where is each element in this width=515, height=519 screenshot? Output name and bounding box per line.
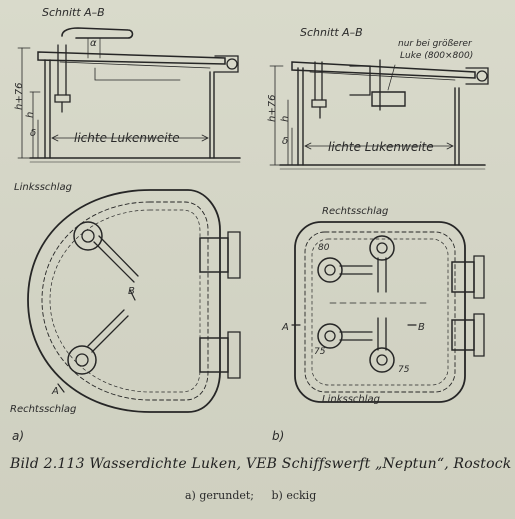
swing-bottom-b: Linksschlag xyxy=(322,394,380,405)
dim-h76-a: h+76 xyxy=(14,83,25,110)
mark-a-a: A xyxy=(51,386,59,397)
swing-top-b: Rechtsschlag xyxy=(322,206,388,217)
mark-b-a: B xyxy=(128,286,135,297)
mark-a-b: A xyxy=(281,322,289,333)
subcaption-b: b) eckig xyxy=(271,489,317,502)
dim-80-b: 80 xyxy=(318,243,330,253)
section-label-a: Schnitt A–B xyxy=(42,6,105,19)
figure-caption: Bild 2.113 Wasserdichte Luken, VEB Schif… xyxy=(10,456,512,472)
panel-label-b: b) xyxy=(272,429,284,443)
plan-view-a xyxy=(27,189,241,413)
note-line2-b: Luke (800×800) xyxy=(400,51,473,61)
dim-delta-b: δ xyxy=(282,136,288,147)
width-label-a: lichte Lukenweite xyxy=(74,131,180,145)
plan-view-b xyxy=(291,221,485,403)
dim-alpha-a: α xyxy=(90,38,97,49)
dim-h-b: h xyxy=(280,116,291,122)
swing-bottom-a: Rechtsschlag xyxy=(10,404,76,415)
subcaption-a: a) gerundet; xyxy=(185,489,255,502)
width-label-b: lichte Lukenweite xyxy=(328,140,434,154)
dim-75b-b: 75 xyxy=(398,365,410,375)
dim-delta-a: δ xyxy=(30,128,36,139)
figure-subcaption: a) gerundet; b) eckig xyxy=(185,489,330,502)
mark-b-b: B xyxy=(418,322,425,333)
note-line1-b: nur bei größerer xyxy=(398,39,473,49)
section-label-b: Schnitt A–B xyxy=(300,26,363,39)
panel-label-a: a) xyxy=(12,429,24,443)
section-view-b xyxy=(269,59,489,170)
dim-h-a: h xyxy=(25,112,36,118)
dim-h76-b: h+76 xyxy=(267,95,278,122)
dim-75a-b: 75 xyxy=(314,347,326,357)
swing-top-a: Linksschlag xyxy=(14,182,72,193)
section-view-a xyxy=(17,27,241,163)
